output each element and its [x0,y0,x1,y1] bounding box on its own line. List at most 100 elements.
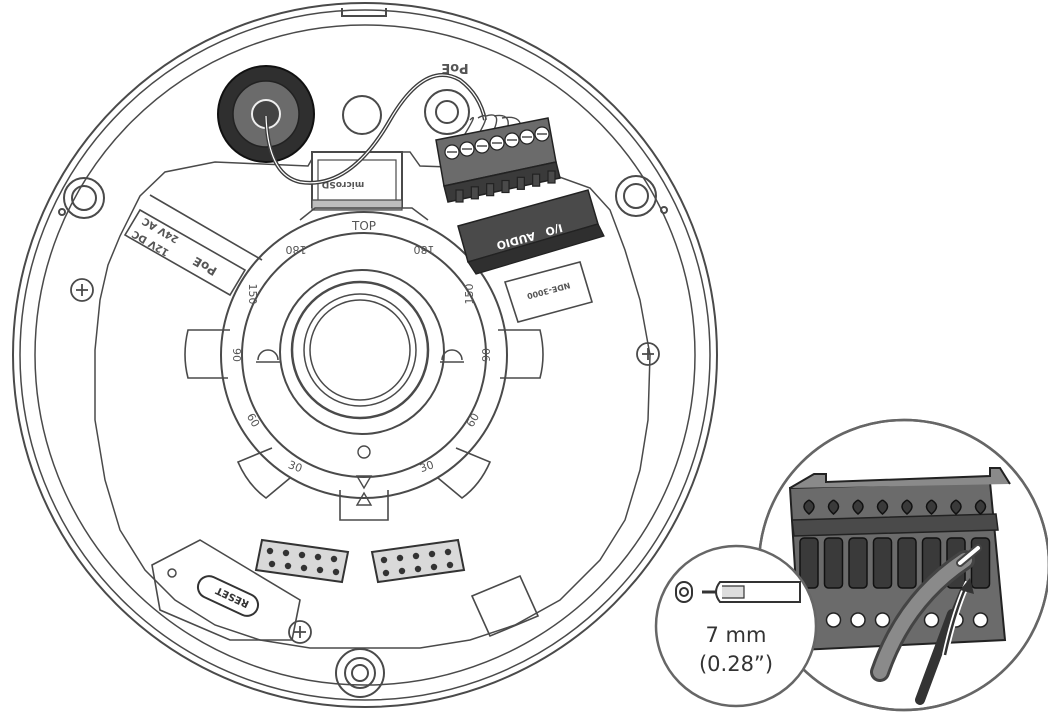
insert-arrow-icon [960,578,974,594]
lens-opening [309,299,411,401]
lens-dial [184,207,544,521]
terminal-release [876,499,889,515]
terminal-screw [850,612,866,628]
detail-inset [757,418,1048,712]
connector-pin [316,566,324,574]
terminal-pin [455,189,464,203]
lens-mount-outer [290,280,430,420]
connector-pin [396,554,404,562]
terminal-release [925,499,938,515]
terminal-release [852,499,864,515]
dial-mark: 90 [480,348,493,362]
connector-pin [298,551,306,559]
model-plate [503,261,594,323]
connector-right [370,538,466,584]
dial-mark: 30 [418,458,436,475]
poe-connector-label: PoE [441,60,468,75]
connector-pin [412,552,420,560]
connector-pin [430,563,438,571]
terminal-pin [501,179,510,194]
terminal-slot [823,537,844,589]
connector-pin [268,560,276,568]
base-inner-ring [34,24,696,686]
screw-left-icon [70,278,94,302]
terminal-release [974,499,987,515]
strip-length-metric: 7 mm [705,623,767,647]
connector-pin [428,550,436,558]
terminal-pin [516,176,525,190]
tilt-left-icon [256,349,280,363]
terminal-pin [486,183,495,197]
terminal-pin [470,186,479,200]
terminal-slot [848,537,868,589]
dial-scale-ring [241,232,487,478]
io-audio-header: AUDIO I/O [457,189,605,275]
connector-pin [398,567,406,575]
microsd-label: microSD [322,179,364,189]
label-pad [470,574,540,638]
screws [70,278,660,644]
reset-button [196,575,260,617]
pointer-down-icon [355,475,373,490]
pointer-up-icon [355,491,373,506]
connector-pin [446,561,454,569]
dial-mark: 60 [244,411,262,430]
screw-right-icon [636,342,660,366]
terminal-release [901,499,913,515]
power-terminal-area [123,194,263,297]
strip-length-inset [654,544,818,708]
connector-pin [284,562,292,570]
dial-mark: 180 [286,243,307,256]
terminal-block [435,117,561,203]
connector-pin [444,548,452,556]
mount-hole-right [615,175,668,217]
terminal-screw [972,612,989,628]
connector-pin [380,556,388,564]
base-outer-rim [12,2,718,708]
terminal-screw [923,612,940,628]
cable-grommet [217,65,315,163]
connector-pin [314,553,322,561]
stripped-wire-icon [702,581,801,603]
dial-mark: 150 [463,284,476,305]
lens-mount-inner [303,293,417,407]
terminal-release [827,499,840,515]
io-cable-highlight [265,74,486,184]
dial-top-label: TOP [351,219,376,233]
mount-hole-left [58,177,105,219]
terminal-pin [547,170,556,184]
mounting-bosses [58,175,668,698]
base-top-tab [341,8,387,17]
connector-pin [266,547,274,555]
connector-pin [332,568,340,576]
connector-pin [282,549,290,557]
dial-inner-ring [279,269,445,435]
terminal-slot [897,537,917,589]
terminal-pin [532,173,541,187]
terminal-screw [825,612,842,628]
terminal-slot [872,537,893,589]
terminal-screw [874,612,891,628]
alignment-pegs [342,89,470,135]
strip-length-imperial: (0.28”) [698,652,774,676]
connector-left [254,538,350,584]
dial-mark: 60 [464,411,482,430]
dial-mark: 180 [414,243,435,256]
model-plate-label: NDE-3000 [526,280,572,300]
mounting-base [12,2,718,708]
connector-pin [382,569,390,577]
io-label: I/O [544,221,564,238]
tilt-right-icon [440,349,464,363]
dial-scale-labels: TOP 180 180 150 150 90 90 60 60 30 30 [230,219,493,475]
dial-mark: 30 [286,458,304,475]
base-rim-inner [19,9,711,701]
terminal-slot [799,537,819,589]
connector-pin [300,564,308,572]
terminal-release [803,499,815,515]
mount-hole-bottom [335,648,385,698]
dial-mark: 150 [246,284,259,305]
dial-mark: 90 [230,348,243,362]
connector-pin [330,555,338,563]
